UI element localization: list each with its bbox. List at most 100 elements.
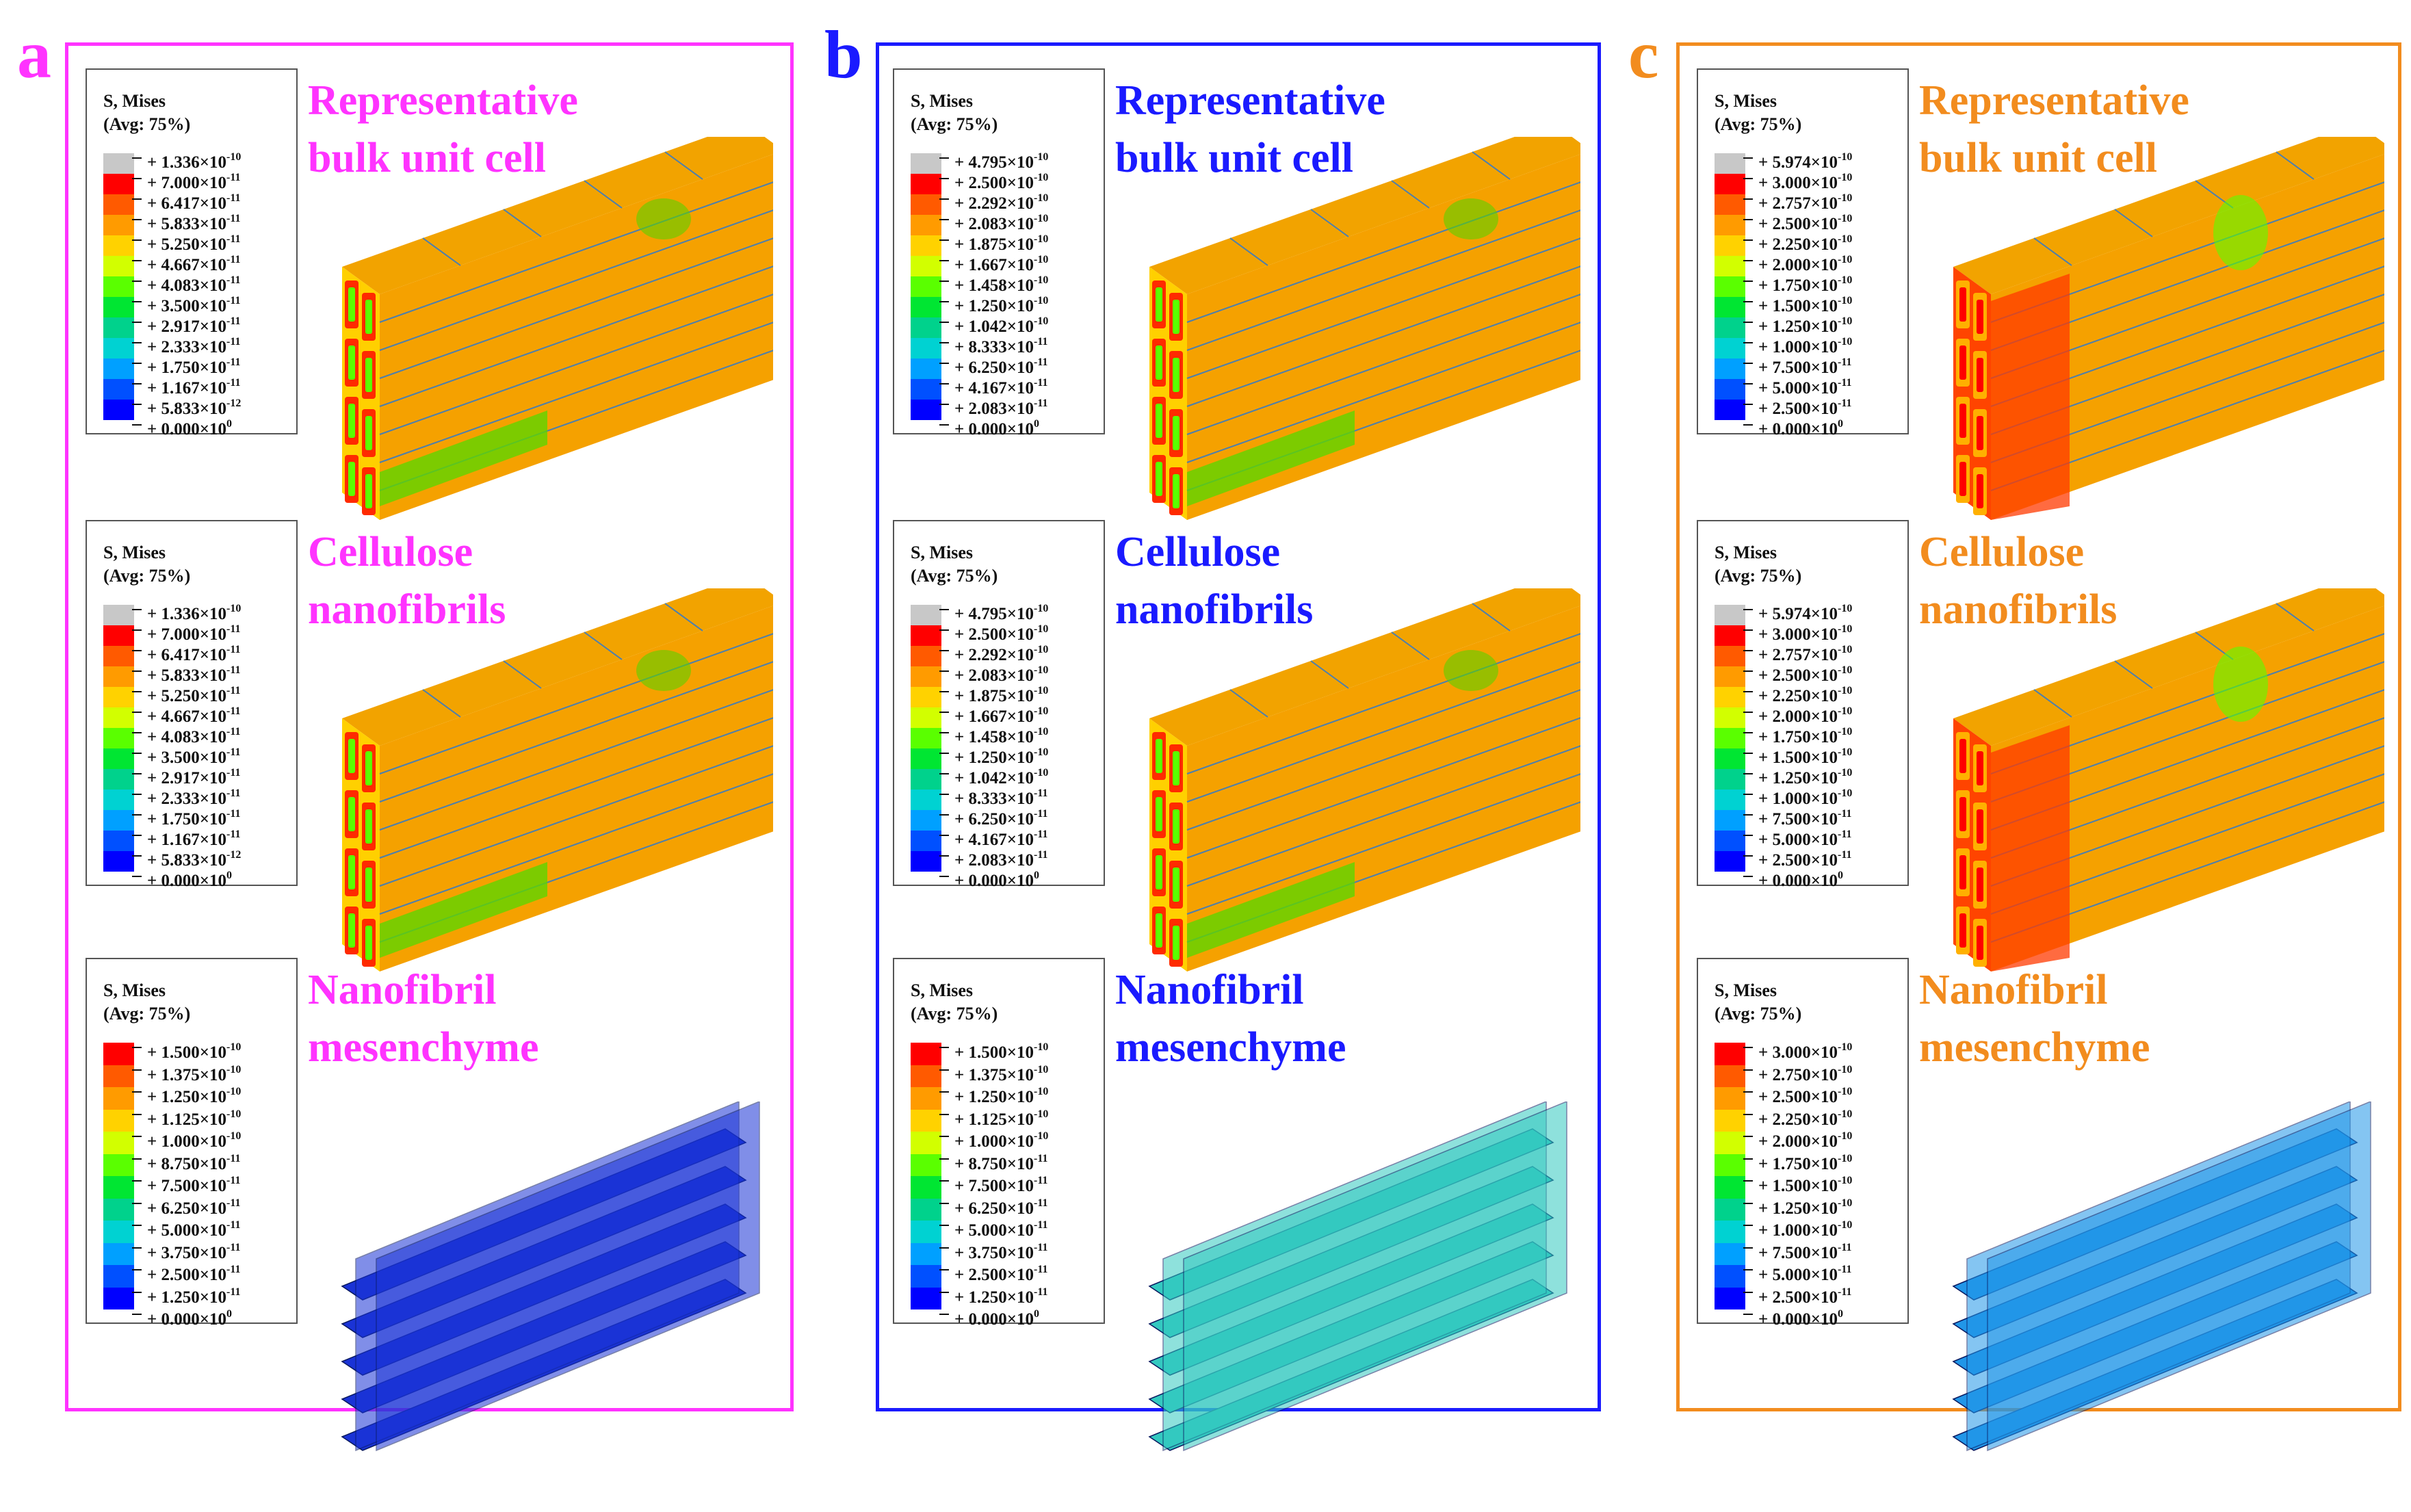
legend-tick-label: + 3.000×10-10 xyxy=(1743,619,1852,644)
mesh-vertical-plate xyxy=(376,1102,760,1452)
legend-tick-label: + 1.250×10-10 xyxy=(939,291,1048,315)
legend-tick-label: + 1.250×10-11 xyxy=(939,1281,1048,1307)
legend-swatch xyxy=(1715,379,1745,400)
legend-tick-label: + 4.167×10-11 xyxy=(939,824,1048,849)
legend-tick-label: + 6.250×10-11 xyxy=(939,352,1048,377)
legend-subheader: (Avg: 75%) xyxy=(1715,114,1802,134)
end-face-core xyxy=(1977,809,1983,844)
legend-tick-label: + 2.083×10-10 xyxy=(939,209,1048,233)
end-face-core xyxy=(1173,300,1180,334)
legend-header: S, Mises xyxy=(911,543,973,562)
legend-swatch xyxy=(103,1176,134,1199)
legend-header: S, Mises xyxy=(103,980,166,1000)
legend-swatch xyxy=(1715,1109,1745,1132)
block-top-face xyxy=(342,137,773,294)
legend-tick-label: + 3.500×10-11 xyxy=(131,742,241,767)
panel-letter: b xyxy=(824,16,863,92)
legend-swatch xyxy=(103,666,134,687)
legend-ticks: + 1.500×10-10+ 1.375×10-10+ 1.250×10-10+… xyxy=(131,1037,241,1329)
legend-tick-label: + 2.917×10-11 xyxy=(131,311,241,336)
fibril-line xyxy=(2114,209,2153,237)
legend-swatch xyxy=(103,646,134,666)
legend-tick-label: + 8.750×10-11 xyxy=(131,1148,241,1173)
legend-swatch xyxy=(1715,1065,1745,1087)
legend-tick-label: + 2.000×10-10 xyxy=(1743,250,1852,274)
legend-swatch xyxy=(911,256,941,276)
legend-tick-label: + 4.795×10-10 xyxy=(939,599,1048,623)
legend-swatch xyxy=(911,1242,941,1265)
legend-tick-label: + 3.750×10-11 xyxy=(939,1237,1048,1262)
end-face-core xyxy=(1959,287,1966,322)
legend-swatch xyxy=(911,851,941,872)
end-face-core xyxy=(1156,797,1162,831)
fibril-line xyxy=(379,745,773,887)
legend-tick-label: + 5.000×10-11 xyxy=(1743,373,1852,397)
fibril-line xyxy=(584,180,623,209)
legend-tick-label: + 1.167×10-11 xyxy=(131,824,241,849)
fibril-line xyxy=(1310,209,1349,237)
end-face-core xyxy=(365,868,372,902)
legend-swatch xyxy=(911,174,941,194)
legend-tick-label: + 1.500×10-10 xyxy=(1743,742,1852,767)
legend-color-bar xyxy=(1715,1043,1745,1309)
fibril-line xyxy=(1186,294,1580,435)
fibril-line xyxy=(1310,660,1349,689)
legend-tick-label: + 4.795×10-10 xyxy=(939,147,1048,172)
legend-tick-label: + 4.083×10-11 xyxy=(131,270,241,295)
end-face-core xyxy=(1977,868,1983,902)
legend-color-bar xyxy=(103,1043,134,1309)
section-title-line: bulk unit cell xyxy=(308,135,546,181)
fibril-line xyxy=(503,209,542,237)
fibril-line xyxy=(2114,660,2153,689)
legend-tick-label: + 1.250×10-11 xyxy=(131,1281,241,1307)
section-title-line: Nanofibril xyxy=(1115,967,1304,1013)
fibril-line xyxy=(1186,717,1580,859)
legend-swatch xyxy=(1715,297,1745,317)
panel-letter: c xyxy=(1628,16,1659,92)
end-face-core xyxy=(1173,416,1180,450)
legend-header: S, Mises xyxy=(1715,543,1777,562)
fibril-line xyxy=(1186,181,1580,323)
legend-swatch xyxy=(911,831,941,851)
legend-tick-label: + 5.833×10-12 xyxy=(131,845,241,870)
legend-swatch xyxy=(1715,1087,1745,1110)
block-top-face xyxy=(1953,588,2384,746)
fibril-line xyxy=(2276,603,2315,631)
end-face-core xyxy=(348,346,355,380)
fibril-line xyxy=(1186,745,1580,887)
legend-swatch xyxy=(1715,1176,1745,1199)
legend-swatch xyxy=(1715,153,1745,174)
end-face-core xyxy=(1156,739,1162,773)
legend-tick-label: + 4.667×10-11 xyxy=(131,701,241,726)
legend-tick-label: + 1.750×10-11 xyxy=(131,352,241,377)
legend-tick-label: + 1.250×10-10 xyxy=(939,742,1048,767)
fibril-line xyxy=(1186,209,1580,351)
section-title-line: Nanofibril xyxy=(308,967,497,1013)
end-face-core xyxy=(1959,346,1966,380)
legend-tick-label: + 1.500×10-10 xyxy=(131,1037,241,1062)
legend-swatch xyxy=(911,1087,941,1110)
legend-swatch xyxy=(911,1265,941,1288)
legend-tick-label: + 7.500×10-11 xyxy=(1743,804,1852,829)
stress-patch xyxy=(1991,725,2070,972)
legend-swatch xyxy=(1715,646,1745,666)
legend-tick-label: + 1.000×10-10 xyxy=(1743,783,1852,808)
fibril-line xyxy=(1472,603,1511,631)
legend-tick-label: + 1.000×10-10 xyxy=(131,1125,241,1151)
legend-tick-label: + 6.250×10-11 xyxy=(131,1192,241,1218)
fibril-line xyxy=(2033,689,2072,718)
legend-tick-label: + 2.500×10-10 xyxy=(1743,660,1852,685)
legend-swatch xyxy=(911,707,941,728)
legend-tick-label: + 5.974×10-10 xyxy=(1743,599,1852,623)
legend-tick-label: + 2.750×10-10 xyxy=(1743,1059,1852,1084)
legend-swatch xyxy=(103,1242,134,1265)
legend-swatch xyxy=(103,625,134,646)
section-title-line: bulk unit cell xyxy=(1115,135,1353,181)
legend-swatch xyxy=(103,1153,134,1176)
legend-swatch xyxy=(1715,769,1745,790)
fibril-line xyxy=(664,603,703,631)
